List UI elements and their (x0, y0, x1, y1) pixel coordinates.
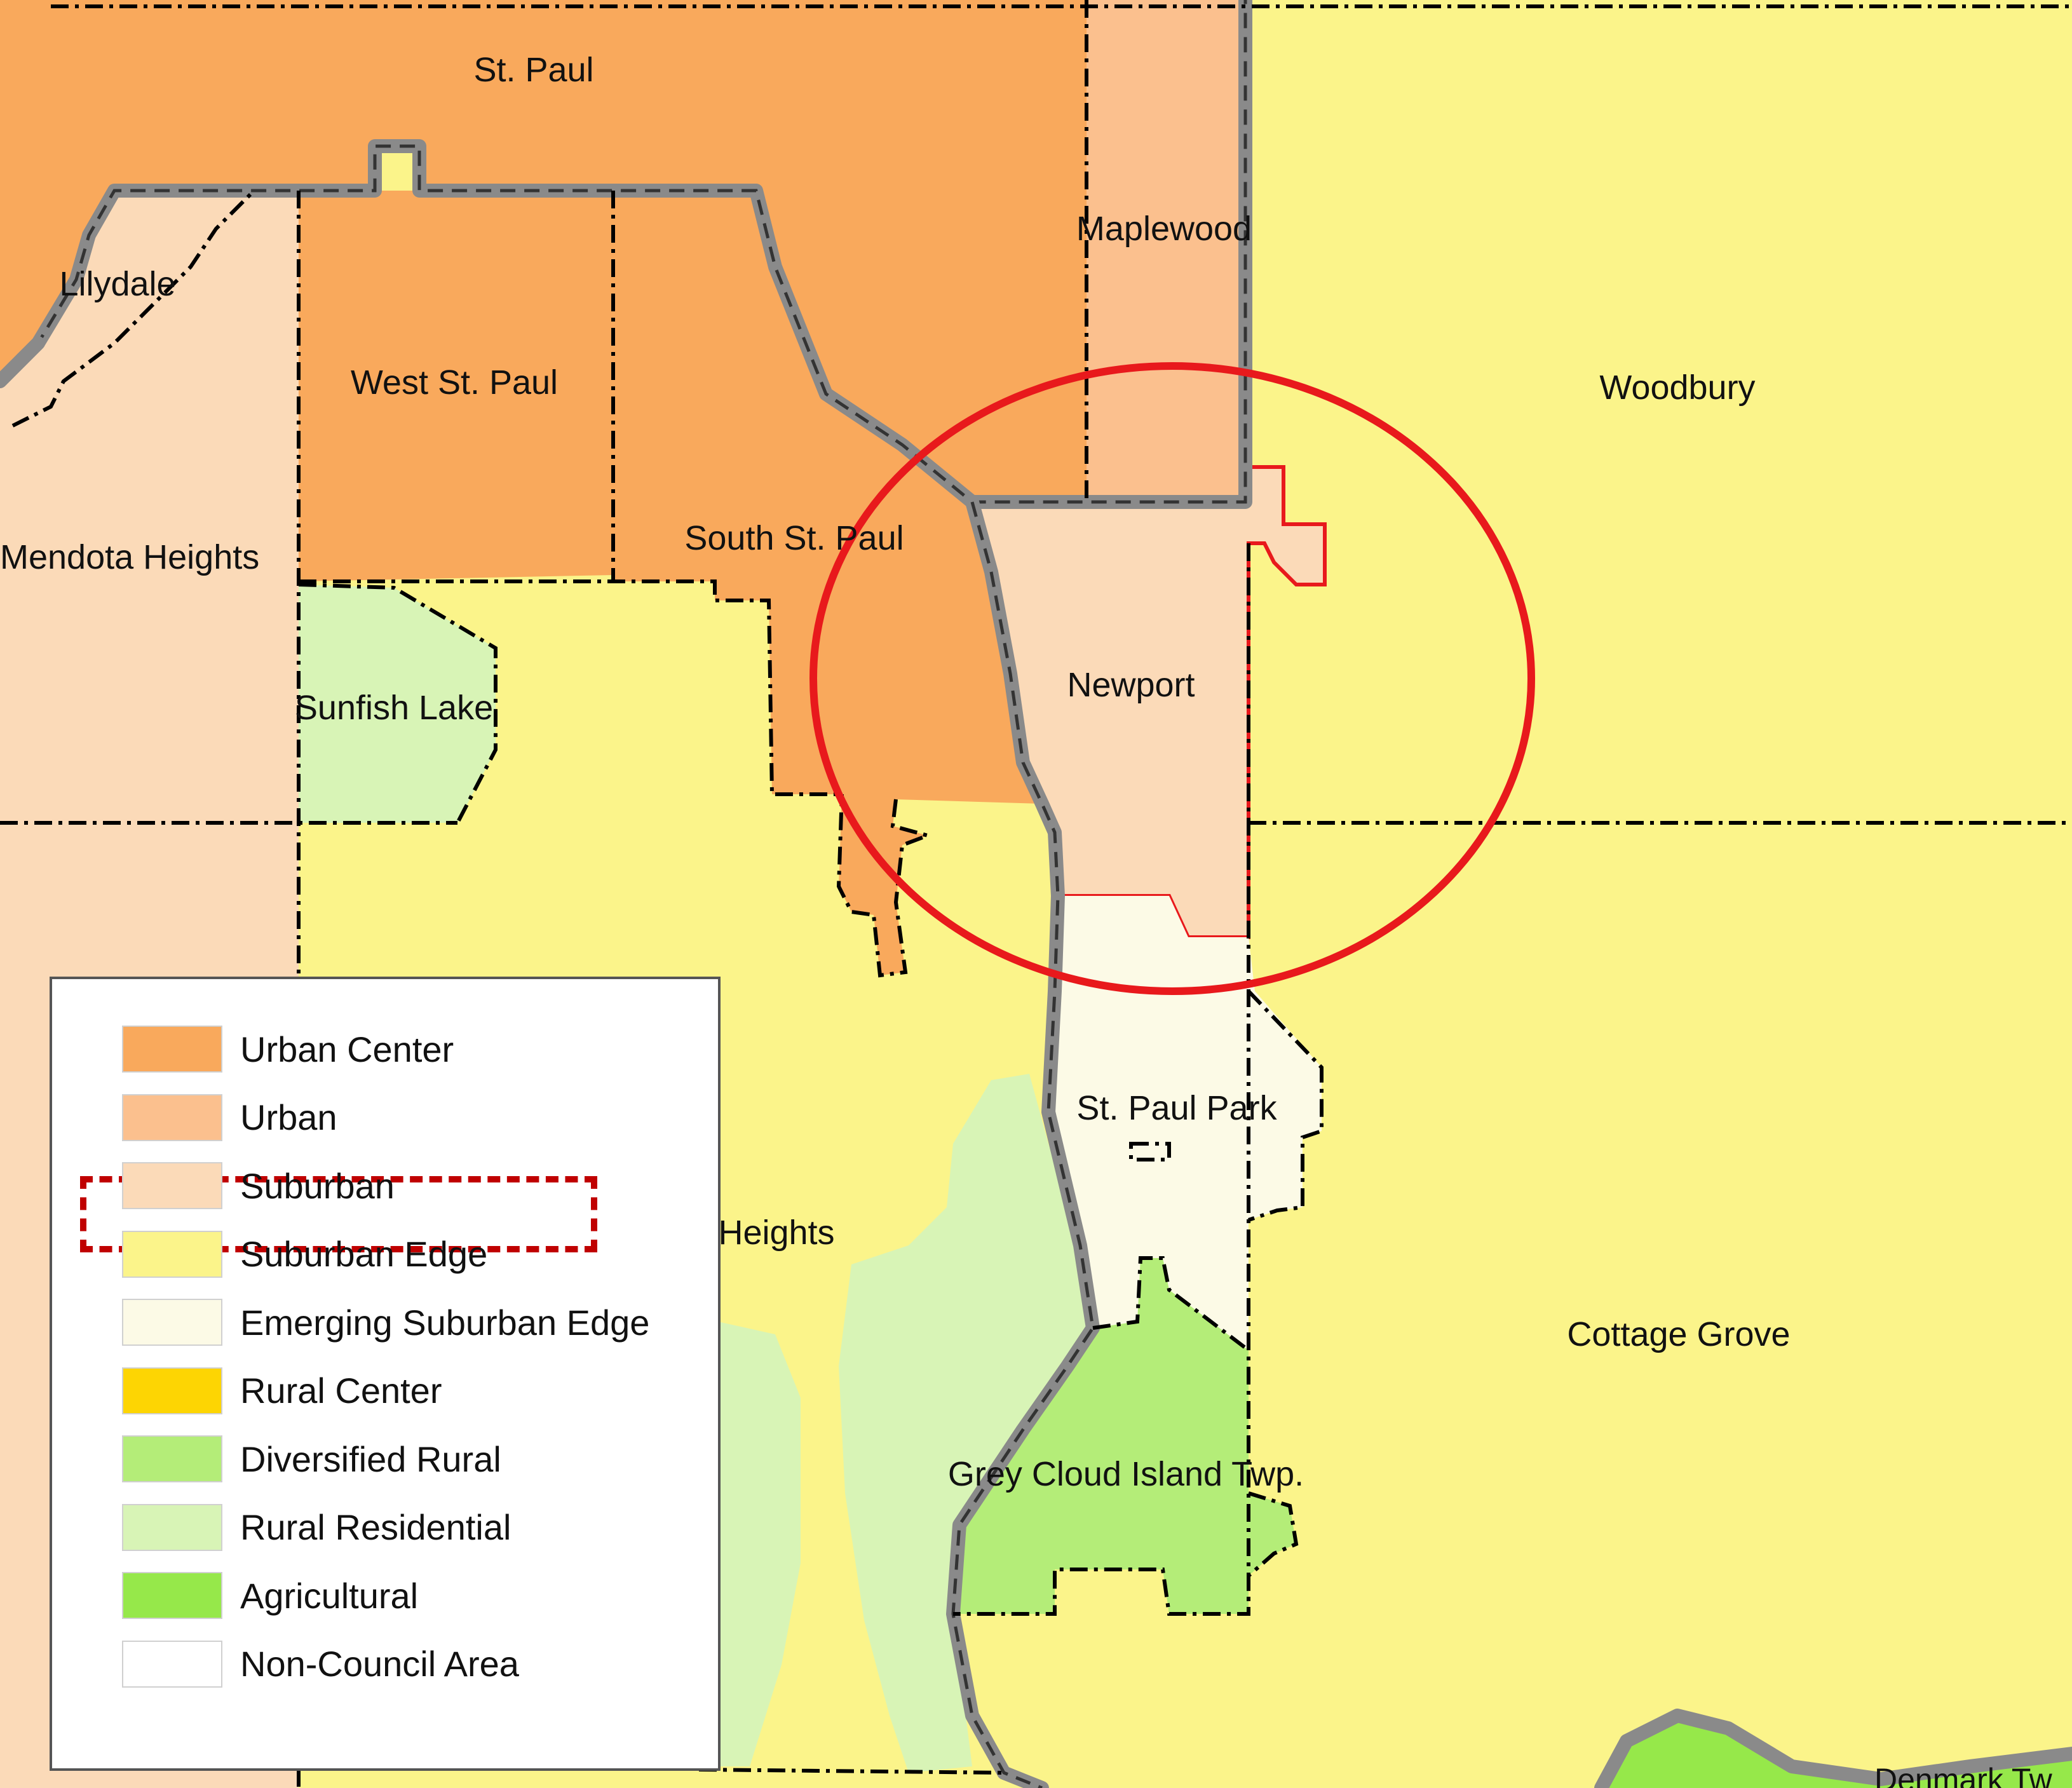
place-label-maplewood: Maplewood (1076, 210, 1252, 248)
boundary-bottom (698, 1768, 1005, 1775)
region-west-st-paul (299, 191, 613, 581)
legend-swatch (122, 1299, 222, 1346)
legend-item: Urban (122, 1092, 337, 1143)
place-label-heights: Heights (718, 1214, 834, 1252)
river-bank-south (1594, 1709, 2072, 1788)
boundary-grey-cloud (953, 1256, 1299, 1616)
legend-label: Rural Center (240, 1371, 442, 1411)
boundary-st-paul-park (1247, 989, 1324, 1222)
legend-label: Suburban (240, 1165, 395, 1206)
legend-label: Agricultural (240, 1575, 419, 1616)
boundary-south-row (299, 579, 842, 796)
place-label-newport: Newport (1067, 666, 1195, 704)
boundary-st-paul-park-islet (1129, 1142, 1171, 1162)
place-label-denmark-twp: Denmark Tw (1874, 1762, 2053, 1788)
legend-label: Diversified Rural (240, 1439, 501, 1479)
legend-swatch (122, 1435, 222, 1482)
place-label-grey-cloud-island-twp: Grey Cloud Island Twp. (948, 1455, 1304, 1493)
legend-item: Rural Residential (122, 1502, 511, 1553)
boundary-lilydale (11, 189, 256, 428)
legend-swatch (122, 1640, 222, 1688)
place-label-st-paul-park: St. Paul Park (1076, 1089, 1277, 1127)
region-st-paul-park (1048, 896, 1322, 1350)
region-grey-cloud-island (953, 1258, 1296, 1614)
legend-swatch (122, 1572, 222, 1619)
river-bank-north-center (0, 0, 1247, 504)
boundary-south-st-paul-lower (836, 794, 934, 978)
region-rural-residential-west-2 (718, 1322, 801, 1766)
legend-label: Non-Council Area (240, 1644, 519, 1684)
legend-label: Rural Residential (240, 1507, 511, 1547)
legend-item: Suburban Edge (122, 1229, 487, 1280)
legend-item: Suburban (122, 1160, 395, 1211)
boundary-sunfish (298, 583, 498, 824)
place-label-south-st-paul: South St. Paul (684, 519, 904, 557)
place-label-sunfish-lake: Sunfish Lake (295, 689, 493, 727)
place-label-mendota-heights: Mendota Heights (0, 538, 259, 576)
river-bank-channel-center (951, 501, 1095, 1788)
region-rural-residential-west (839, 1074, 1093, 1773)
legend-item: Urban Center (122, 1024, 454, 1074)
place-label-west-st-paul: West St. Paul (351, 363, 558, 402)
river-bank-west (0, 336, 45, 388)
legend-item: Agricultural (122, 1570, 418, 1621)
legend-item: Rural Center (122, 1365, 442, 1416)
place-label-st-paul: St. Paul (473, 51, 593, 89)
region-maplewood (1087, 0, 1245, 502)
legend-swatch (122, 1162, 222, 1209)
place-label-lilydale: Lilydale (59, 265, 175, 303)
legend-swatch (122, 1367, 222, 1414)
place-label-cottage-grove: Cottage Grove (1567, 1315, 1790, 1353)
newport-highlight-circle (809, 362, 1535, 995)
legend-label: Urban Center (240, 1029, 454, 1069)
place-label-woodbury: Woodbury (1599, 369, 1755, 407)
legend-label: Urban (240, 1097, 337, 1137)
region-sunfish-lake (299, 585, 496, 823)
legend-swatch (122, 1026, 222, 1073)
region-st-paul (0, 0, 1087, 502)
legend-swatch (122, 1503, 222, 1551)
legend-highlight-box (80, 1176, 597, 1252)
legend-label: Emerging Suburban Edge (240, 1302, 650, 1343)
legend-item: Diversified Rural (122, 1433, 501, 1484)
legend-swatch (122, 1094, 222, 1141)
legend-item: Emerging Suburban Edge (122, 1297, 649, 1348)
legend-item: Non-Council Area (122, 1639, 519, 1690)
legend-label: Suburban Edge (240, 1234, 488, 1274)
legend-swatch (122, 1230, 222, 1278)
